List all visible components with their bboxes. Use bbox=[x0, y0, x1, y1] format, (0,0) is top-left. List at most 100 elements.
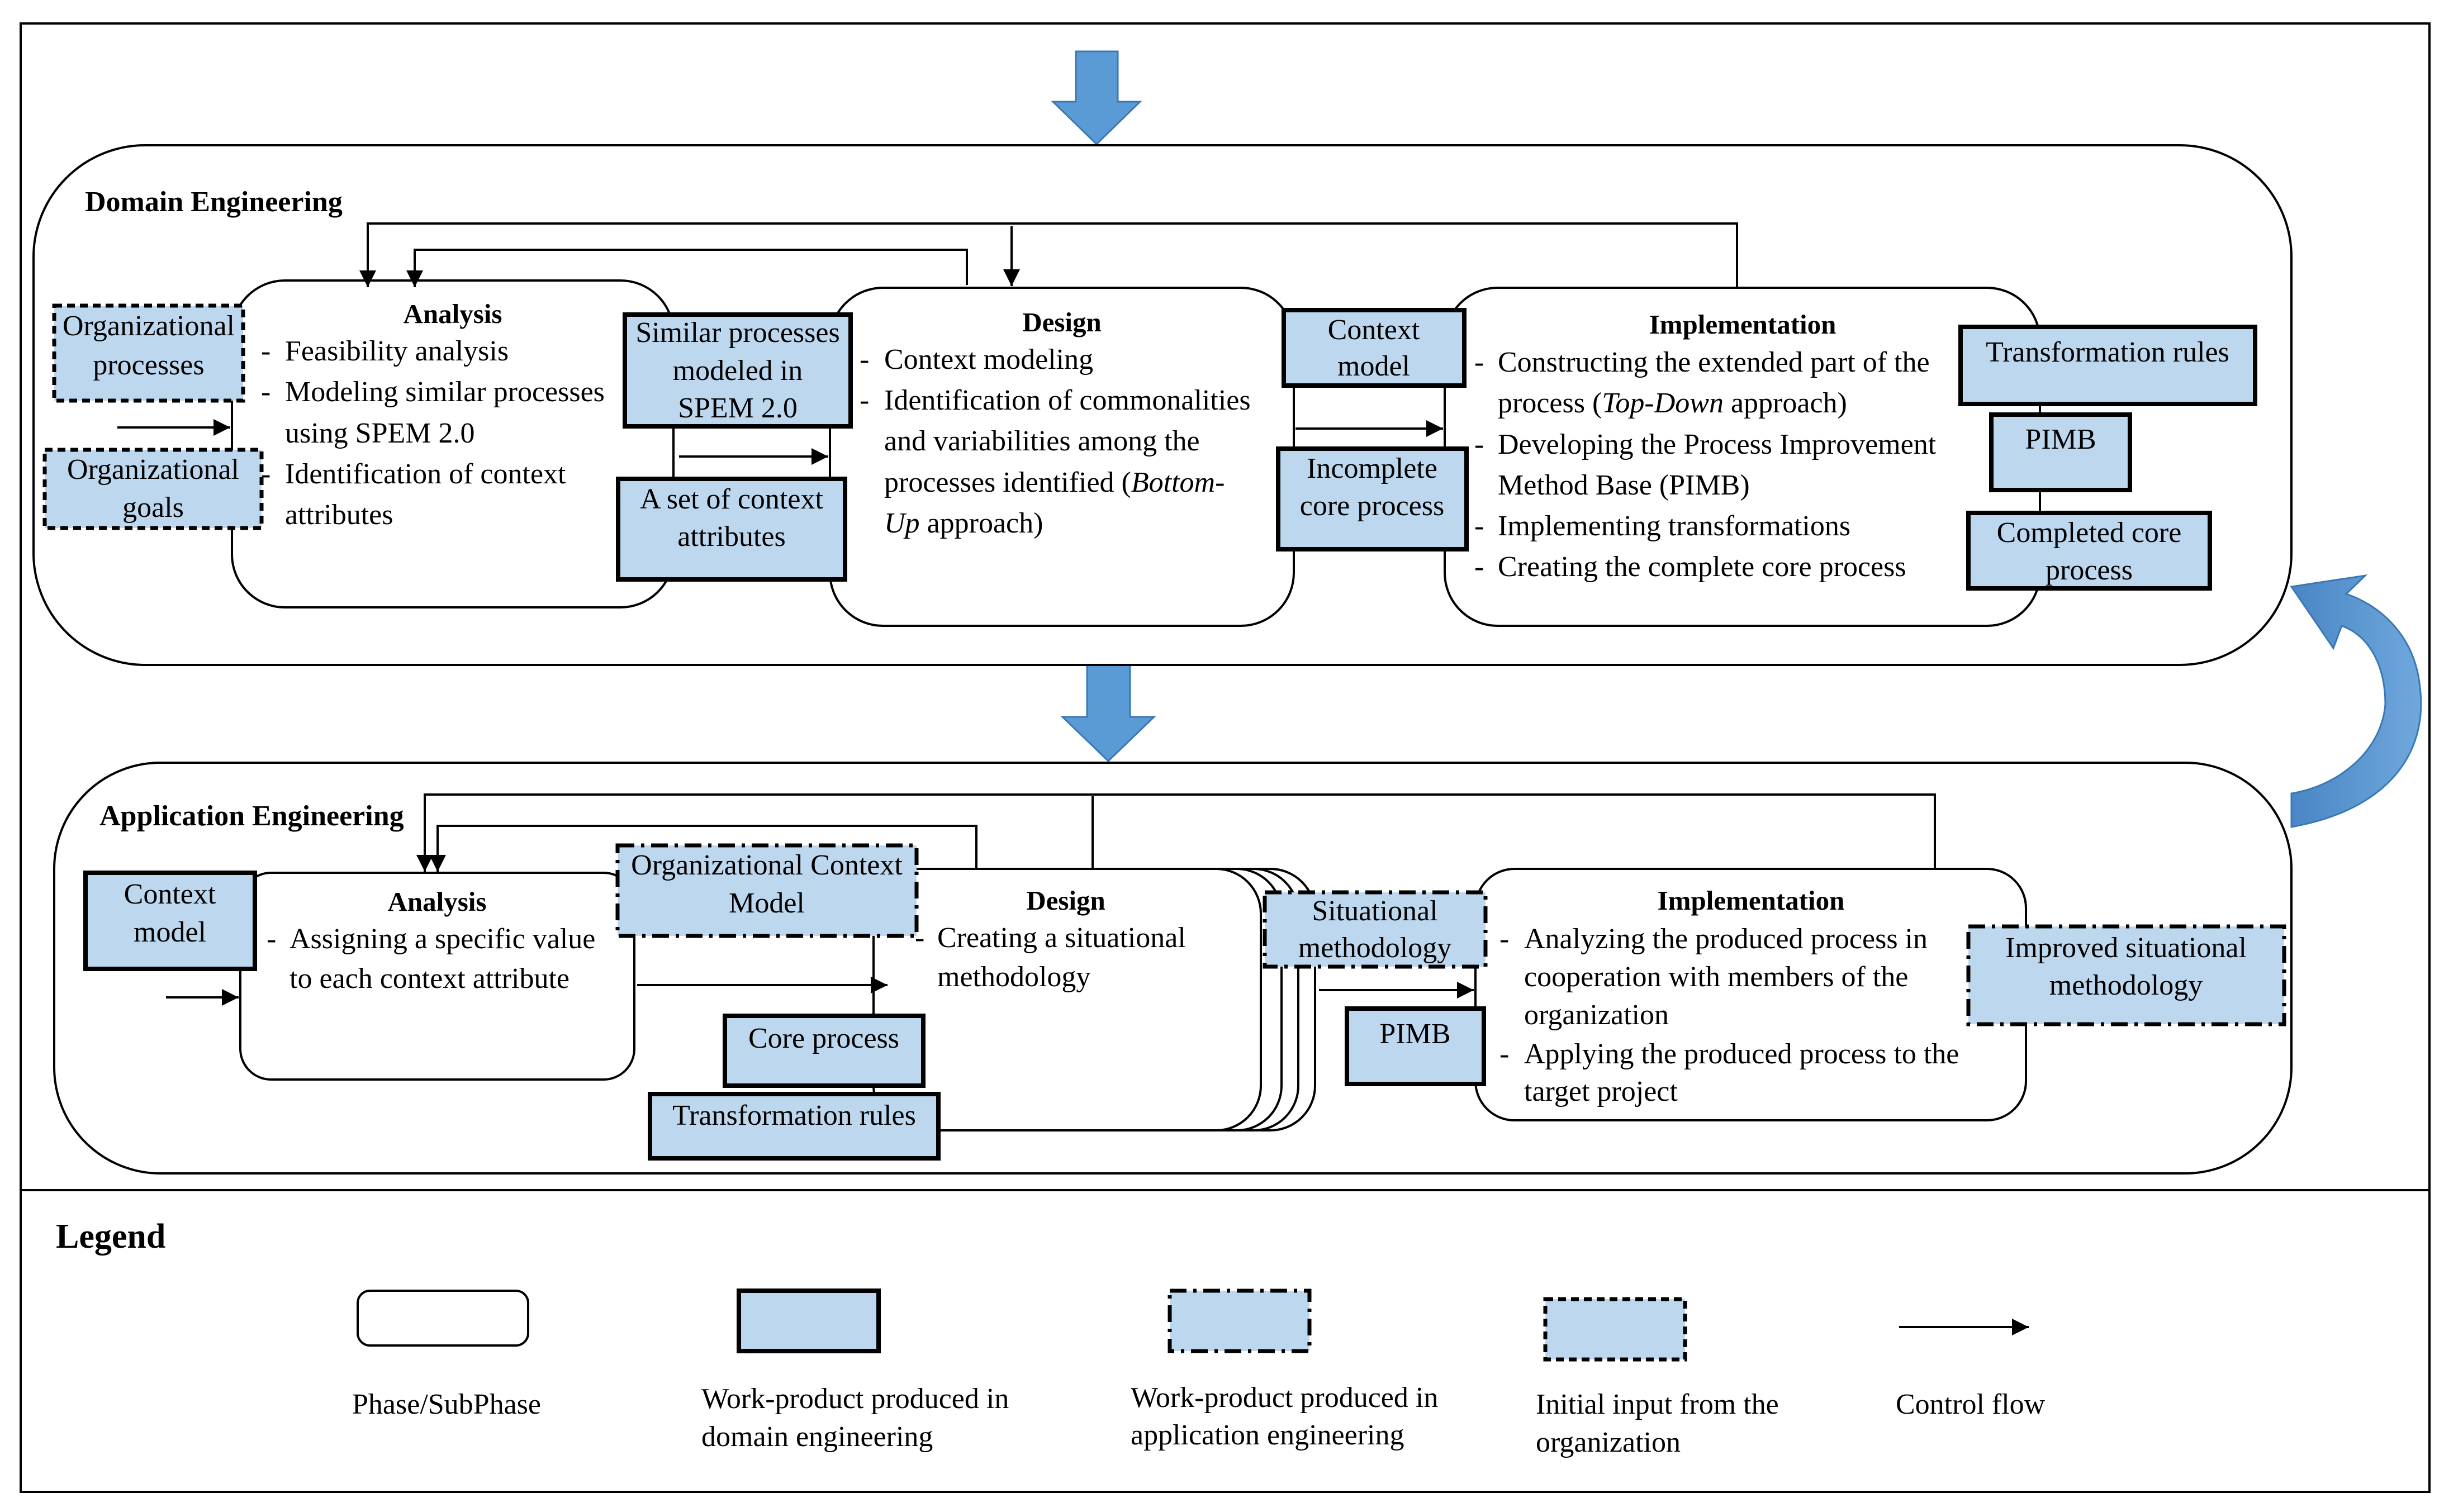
transformation-rules-work-product bbox=[648, 1092, 941, 1161]
similar-processes-label: modeled in bbox=[673, 355, 803, 387]
improved-situational-methodology-label: Improved situational bbox=[2005, 932, 2247, 964]
svg-text:-: - bbox=[261, 376, 270, 408]
application-analysis-phase bbox=[239, 872, 635, 1081]
context-model-label: Context bbox=[1328, 314, 1420, 346]
organizational-processes-label: Organizational bbox=[63, 310, 235, 342]
application-engineering-section bbox=[53, 762, 2293, 1175]
domain-to-application-arrow bbox=[1060, 664, 1156, 763]
context-model-work-product bbox=[83, 871, 257, 971]
domain-implementation-item: Developing the Process Improvement bbox=[1498, 429, 1937, 460]
domain-implementation-item: process (Top-Down approach) bbox=[1498, 387, 1847, 419]
application-design-list: -Creating a situational methodology bbox=[915, 922, 1186, 993]
application-implementation-item: Applying the produced process to the bbox=[1524, 1038, 1959, 1070]
pimb-work-product bbox=[1345, 1006, 1486, 1086]
domain-analysis-phase bbox=[231, 279, 675, 608]
legend-domain-wp-label: domain engineering bbox=[701, 1421, 933, 1453]
svg-text:-: - bbox=[1474, 429, 1484, 460]
svg-text:-: - bbox=[261, 458, 270, 490]
domain-implementation-item: Constructing the extended part of the bbox=[1498, 346, 1930, 378]
application-engineering-title: Application Engineering bbox=[99, 800, 404, 832]
application-analysis-item: to each context attribute bbox=[290, 963, 570, 995]
application-feedback-flow-line bbox=[416, 793, 1936, 872]
application-implementation-item: Analyzing the produced process in bbox=[1524, 923, 1928, 955]
domain-design-list: -Context modeling -Identification of com… bbox=[860, 344, 1251, 539]
legend-app-wp-label: application engineering bbox=[1131, 1419, 1404, 1451]
pimb-label: PIMB bbox=[1379, 1018, 1450, 1050]
legend-initial-input-label: organization bbox=[1536, 1427, 1681, 1458]
domain-implementation-item: Method Base (PIMB) bbox=[1498, 469, 1750, 501]
feedback-flow-line bbox=[359, 222, 1738, 288]
organizational-goals-label: goals bbox=[122, 492, 184, 524]
completed-core-process-work-product bbox=[1966, 511, 2212, 591]
situational-methodology-label: Situational bbox=[1312, 895, 1437, 927]
domain-implementation-title: Implementation bbox=[1649, 309, 1836, 340]
application-design-phase bbox=[872, 868, 1262, 1131]
application-implementation-list: -Analyzing the produced process in coope… bbox=[1499, 923, 1959, 1107]
completed-core-process-label: Completed core bbox=[1997, 517, 2182, 549]
organizational-context-model-label: Model bbox=[729, 887, 805, 919]
domain-analysis-item: Identification of context bbox=[285, 458, 566, 490]
application-analysis-list: -Assigning a specific value to each cont… bbox=[267, 923, 595, 995]
svg-text:-: - bbox=[1499, 923, 1509, 955]
top-entry-arrow bbox=[1051, 50, 1142, 146]
context-model-label: model bbox=[1337, 350, 1410, 382]
legend-app-wp-label: Work-product produced in bbox=[1131, 1382, 1438, 1414]
domain-analysis-list: -Feasibility analysis -Modeling similar … bbox=[261, 335, 605, 531]
legend-phase-label: Phase/SubPhase bbox=[352, 1389, 541, 1420]
organizational-context-model-work-product bbox=[615, 843, 919, 938]
context-model-label: Context bbox=[124, 878, 216, 910]
domain-implementation-item: Implementing transformations bbox=[1498, 510, 1850, 542]
incomplete-core-process-work-product bbox=[1276, 446, 1469, 551]
context-model-label: model bbox=[134, 916, 206, 948]
improved-situational-methodology-label: methodology bbox=[2049, 969, 2203, 1001]
legend-domain-wp-swatch bbox=[737, 1288, 881, 1353]
organizational-goals-input bbox=[42, 448, 264, 530]
application-design-title: Design bbox=[1026, 885, 1105, 916]
legend-title: Legend bbox=[56, 1218, 165, 1256]
similar-processes-work-product bbox=[623, 312, 853, 429]
domain-analysis-item: using SPEM 2.0 bbox=[285, 417, 475, 449]
pimb-label: PIMB bbox=[2025, 424, 2096, 455]
domain-analysis-item: attributes bbox=[285, 499, 393, 531]
svg-text:-: - bbox=[860, 344, 869, 375]
legend-domain-wp-label: Work-product produced in bbox=[701, 1383, 1009, 1415]
domain-design-title: Design bbox=[1022, 307, 1102, 337]
application-design-item: methodology bbox=[937, 961, 1090, 993]
legend-initial-input-label: Initial input from the bbox=[1536, 1389, 1779, 1420]
application-implementation-item: cooperation with members of the bbox=[1524, 961, 1908, 993]
context-model-work-product bbox=[1282, 308, 1467, 388]
svg-text:-: - bbox=[860, 384, 869, 416]
svg-text:-: - bbox=[1474, 346, 1484, 378]
svg-text:-: - bbox=[1474, 510, 1484, 542]
incomplete-core-process-label: Incomplete bbox=[1307, 453, 1437, 484]
context-attributes-work-product bbox=[616, 477, 847, 582]
application-implementation-item: organization bbox=[1524, 999, 1669, 1031]
domain-design-item: Identification of commonalities bbox=[884, 384, 1251, 416]
core-process-label: Core process bbox=[748, 1023, 899, 1054]
domain-implementation-list: -Constructing the extended part of the p… bbox=[1474, 346, 1937, 583]
application-implementation-item: target project bbox=[1524, 1076, 1678, 1107]
incomplete-core-process-label: core process bbox=[1300, 490, 1444, 522]
application-implementation-title: Implementation bbox=[1658, 885, 1845, 916]
domain-analysis-title: Analysis bbox=[403, 298, 502, 329]
context-attributes-label: A set of context bbox=[640, 483, 823, 515]
situational-methodology-label: methodology bbox=[1298, 932, 1451, 964]
domain-design-item: and variabilities among the bbox=[884, 425, 1200, 457]
completed-core-process-label: process bbox=[2046, 554, 2133, 586]
domain-engineering-section bbox=[32, 144, 2293, 666]
design-feedback-flow-line bbox=[406, 249, 968, 287]
similar-processes-label: SPEM 2.0 bbox=[678, 392, 798, 424]
domain-design-item: Up approach) bbox=[884, 507, 1043, 539]
svg-text:-: - bbox=[1474, 551, 1484, 583]
domain-design-item: Context modeling bbox=[884, 344, 1093, 375]
organizational-processes-input bbox=[52, 303, 245, 403]
transformation-rules-work-product bbox=[1958, 325, 2257, 406]
domain-engineering-title: Domain Engineering bbox=[85, 186, 343, 218]
domain-design-item: processes identified (Bottom- bbox=[884, 467, 1225, 498]
outer-frame bbox=[20, 22, 2431, 1493]
feedback-curved-arrow bbox=[2290, 574, 2422, 828]
legend-initial-input-swatch bbox=[1543, 1297, 1687, 1362]
organizational-context-model-label: Organizational Context bbox=[631, 849, 903, 881]
application-analysis-item: Assigning a specific value bbox=[290, 923, 595, 955]
